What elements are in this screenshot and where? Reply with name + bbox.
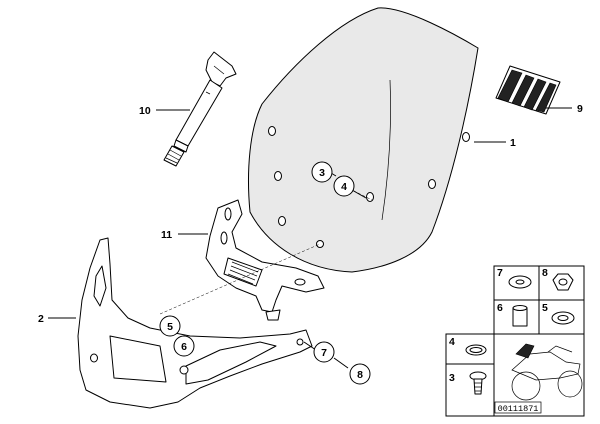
callout-5: 5 (167, 321, 173, 333)
callout-10: 10 (139, 105, 151, 117)
legend-7: 7 (497, 267, 503, 279)
leader-line-8 (333, 357, 349, 369)
leader-line-4 (351, 189, 367, 199)
callout-circle-3 (311, 161, 333, 183)
callout-1: 1 (510, 137, 516, 149)
bracket-part[interactable] (205, 199, 325, 321)
hardware-legend: 7 8 6 5 4 3 00111871 (445, 265, 585, 417)
windscreen-part[interactable] (248, 7, 479, 273)
callout-9: 9 (577, 103, 583, 115)
leader-line-7 (303, 341, 317, 351)
callout-circle-8 (349, 363, 371, 385)
legend-8: 8 (542, 267, 548, 279)
lower-panel-part[interactable] (77, 237, 313, 409)
foam-strip-part[interactable] (495, 65, 561, 115)
diagram-code: 00111871 (498, 404, 539, 414)
callout-circle-5 (159, 315, 181, 337)
legend-4: 4 (449, 336, 455, 348)
callout-2: 2 (38, 313, 44, 325)
callout-circle-6 (173, 335, 195, 357)
callout-8: 8 (357, 369, 363, 381)
callout-6: 6 (181, 341, 187, 353)
callout-3: 3 (319, 167, 325, 179)
legend-6: 6 (497, 302, 503, 314)
callout-4: 4 (341, 181, 347, 193)
knob-bolt-part[interactable] (163, 51, 237, 167)
legend-5: 5 (542, 302, 548, 314)
motorcycle-icon (511, 343, 583, 401)
callout-circle-7 (313, 341, 335, 363)
legend-3: 3 (449, 372, 455, 384)
callout-7: 7 (321, 347, 327, 359)
callout-circle-4 (333, 175, 355, 197)
callout-11: 11 (161, 229, 172, 241)
assembly-line (159, 243, 321, 315)
